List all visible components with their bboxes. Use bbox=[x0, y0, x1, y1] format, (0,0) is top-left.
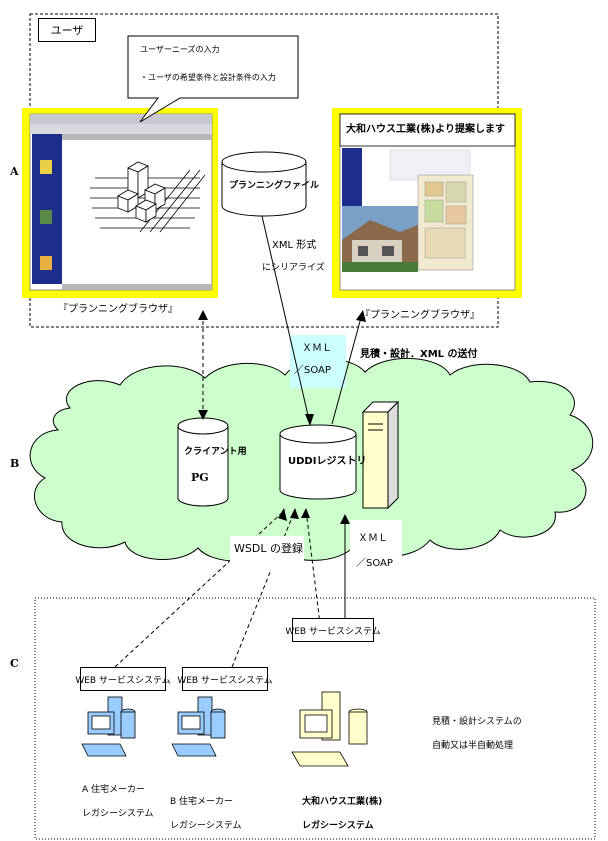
xml-soap-bottom-line1: ＸＭＬ bbox=[358, 533, 388, 544]
company-a-pc-icon bbox=[81, 696, 136, 757]
wsdl-label-bg bbox=[230, 536, 304, 570]
xml-soap-bottom-bg bbox=[350, 520, 402, 578]
send-label: 見積・設計．XML の送付 bbox=[360, 349, 478, 360]
xml-soap-bottom-line2: ／SOAP bbox=[356, 558, 393, 569]
send-arrow bbox=[331, 313, 363, 425]
company-b-line2: レガシーシステム bbox=[170, 821, 242, 831]
company-b-line1: B 住宅メーカー bbox=[170, 797, 234, 807]
right-browser-screen bbox=[332, 108, 522, 298]
web-service-label-b: WEB サービスシステム bbox=[177, 675, 273, 686]
server-tower-icon bbox=[361, 400, 400, 510]
auto-process-line2: 自動又は半自動処理 bbox=[432, 741, 514, 751]
company-b-pc-icon bbox=[171, 696, 226, 757]
right-screen-title: 大和ハウス工業(株)より提案します bbox=[346, 124, 505, 135]
callout-bubble bbox=[127, 35, 299, 123]
web-service-box-a: WEB サービスシステム bbox=[75, 667, 171, 691]
serialize-line2: にシリアライズ bbox=[262, 263, 325, 273]
planning-file-label: プランニングファイル bbox=[229, 181, 320, 191]
browser-label-right: 『プランニングブラウザ』 bbox=[360, 310, 480, 321]
client-pg-cylinder bbox=[177, 417, 229, 507]
xml-soap-top-line1: ＸＭＬ bbox=[302, 343, 332, 354]
legacy-area-border bbox=[34, 597, 596, 840]
web-service-box-b: WEB サービスシステム bbox=[177, 667, 273, 691]
company-a-line2: レガシーシステム bbox=[82, 809, 154, 819]
web-service-label-daiwa: WEB サービスシステム bbox=[285, 626, 381, 637]
uddi-label: UDDIレジストリ bbox=[288, 456, 367, 467]
serialize-line1: XML 形式 bbox=[272, 240, 317, 251]
section-label-b: B bbox=[10, 457, 20, 470]
auto-process-line1: 見積・設計システムの bbox=[432, 717, 522, 727]
planning-file-cylinder bbox=[221, 151, 307, 217]
company-daiwa-line1: 大和ハウス工業(株) bbox=[302, 797, 383, 807]
company-daiwa-line2: レガシーシステム bbox=[302, 821, 374, 831]
web-service-box-daiwa: WEB サービスシステム bbox=[285, 618, 381, 642]
section-label-c: C bbox=[10, 657, 19, 670]
wsdl-label: WSDL の登録 bbox=[234, 542, 303, 555]
daiwa-pc-icon bbox=[291, 691, 368, 767]
user-box: ユーザ bbox=[38, 18, 96, 42]
client-pg-line2: PG bbox=[191, 471, 209, 484]
uddi-registry-cylinder bbox=[279, 424, 357, 500]
web-service-label-a: WEB サービスシステム bbox=[75, 675, 171, 686]
client-pg-line1: クライアント用 bbox=[184, 447, 247, 457]
xml-soap-top-line2: ／SOAP bbox=[294, 365, 331, 376]
section-label-a: A bbox=[10, 165, 19, 178]
serialize-arrow bbox=[261, 215, 311, 425]
callout-line2: ・ユーザの希望条件と設計条件の入力 bbox=[140, 73, 276, 82]
user-box-label: ユーザ bbox=[50, 24, 84, 37]
callout-line1: ユーザーニーズの入力 bbox=[140, 45, 220, 54]
block-model-icon bbox=[90, 161, 206, 233]
browser-label-left: 『プランニングブラウザ』 bbox=[58, 304, 178, 315]
company-a-line1: A 住宅メーカー bbox=[82, 785, 146, 795]
